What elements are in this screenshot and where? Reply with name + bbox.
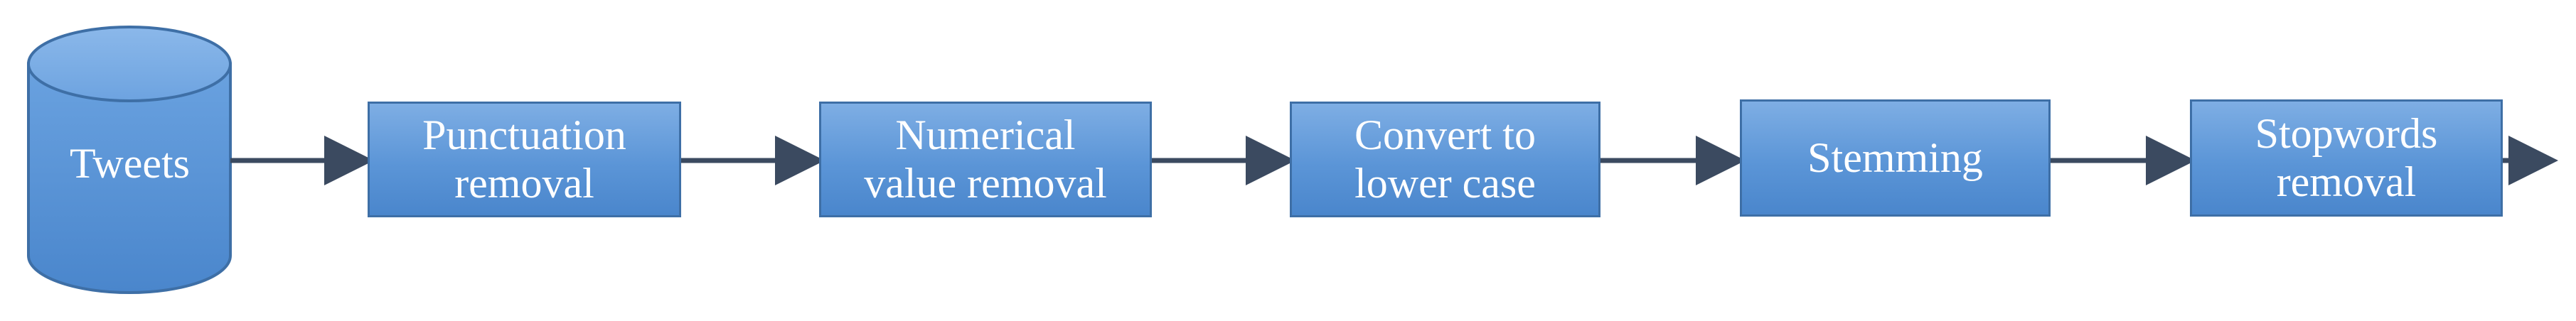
step-stemming: Stemming [1740,99,2051,217]
tweets-database-icon [27,26,232,294]
step-stopwords-removal: Stopwords removal [2190,99,2503,217]
step-punctuation-removal: Punctuation removal [368,102,681,217]
tweets-label: Tweets [69,140,191,187]
step-numerical-value-removal: Numerical value removal [819,102,1152,217]
step-convert-to-lower-case: Convert to lower case [1290,102,1600,217]
